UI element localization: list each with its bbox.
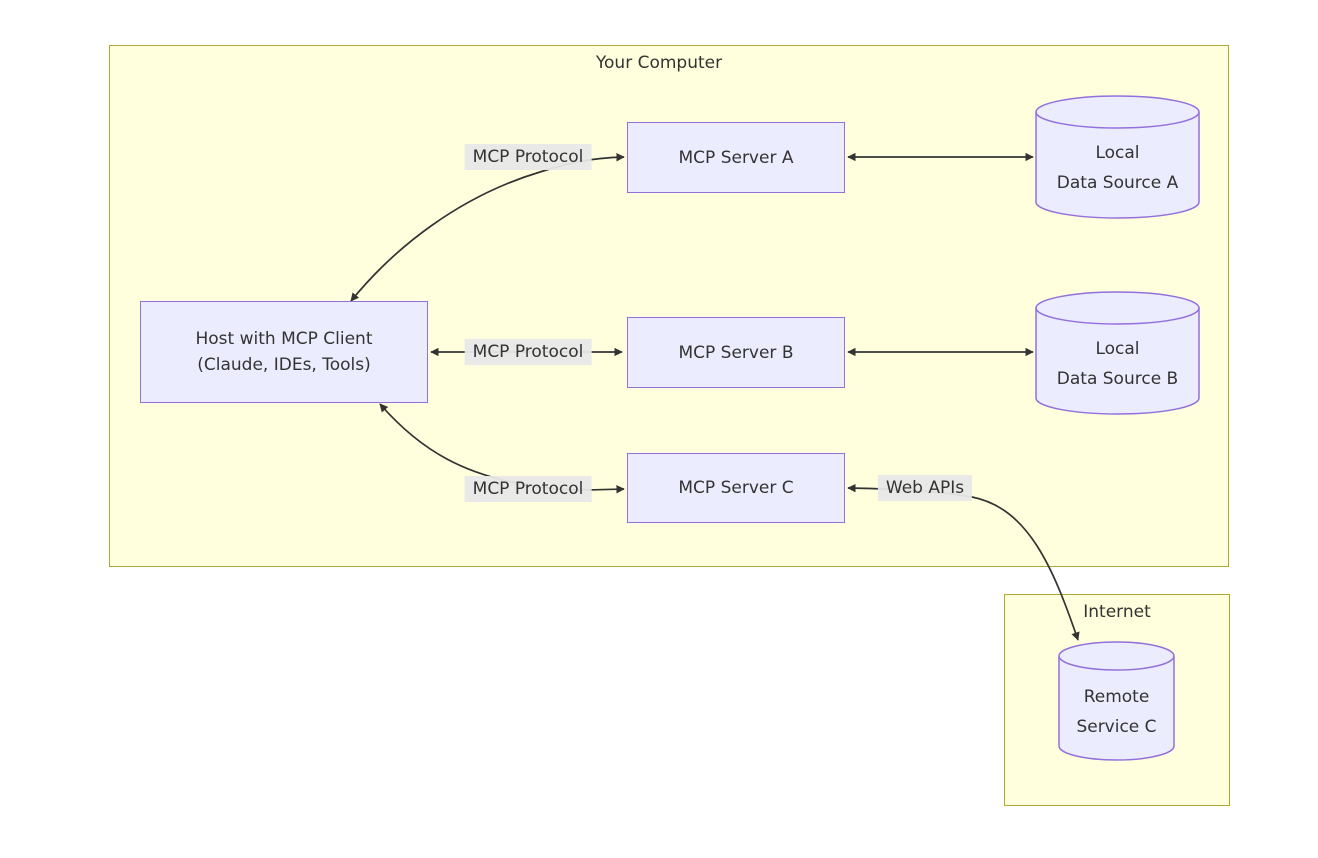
node-host-line1: Host with MCP Client	[195, 329, 373, 349]
node-mcp-server-a-label: MCP Server A	[678, 147, 794, 168]
edge-server-c-remote-service	[847, 483, 1080, 641]
cylinder-data-source-a-rim	[1035, 111, 1200, 129]
data-source-b-line1: Local	[1095, 339, 1140, 359]
remote-service-c-line2: Service C	[1076, 717, 1157, 737]
node-mcp-server-c-label: MCP Server C	[678, 478, 794, 498]
node-local-data-source-a-label: Local Data Source A	[1036, 96, 1199, 218]
edge-label-mcp-protocol-b: MCP Protocol	[464, 339, 592, 365]
node-mcp-server-a: MCP Server A	[627, 122, 845, 193]
node-local-data-source-b-label: Local Data Source B	[1036, 292, 1199, 414]
node-host-line2: (Claude, IDEs, Tools)	[197, 355, 371, 375]
data-source-a-line2: Data Source A	[1056, 173, 1179, 193]
node-remote-service-c-label: Remote Service C	[1059, 642, 1174, 760]
cluster-title-your-computer: Your Computer	[595, 53, 723, 73]
node-mcp-server-c: MCP Server C	[627, 453, 845, 523]
cylinder-remote-service-c	[1058, 641, 1175, 761]
edge-label-mcp-protocol-a: MCP Protocol	[464, 144, 592, 170]
remote-service-c-line1: Remote	[1083, 687, 1150, 707]
data-source-b-line2: Data Source B	[1056, 369, 1179, 389]
node-host-with-mcp-client: Host with MCP Client (Claude, IDEs, Tool…	[140, 301, 428, 403]
node-mcp-server-b: MCP Server B	[627, 317, 845, 388]
cluster-title-internet: Internet	[1083, 602, 1151, 622]
edge-label-mcp-protocol-c: MCP Protocol	[464, 476, 592, 502]
edge-label-web-apis: Web APIs	[877, 475, 973, 501]
data-source-a-line1: Local	[1095, 143, 1140, 163]
edge-host-server-a	[350, 152, 625, 302]
node-mcp-server-b-label: MCP Server B	[678, 342, 794, 363]
cylinder-data-source-b-rim	[1035, 307, 1200, 325]
cylinder-remote-service-c-rim	[1058, 655, 1175, 671]
